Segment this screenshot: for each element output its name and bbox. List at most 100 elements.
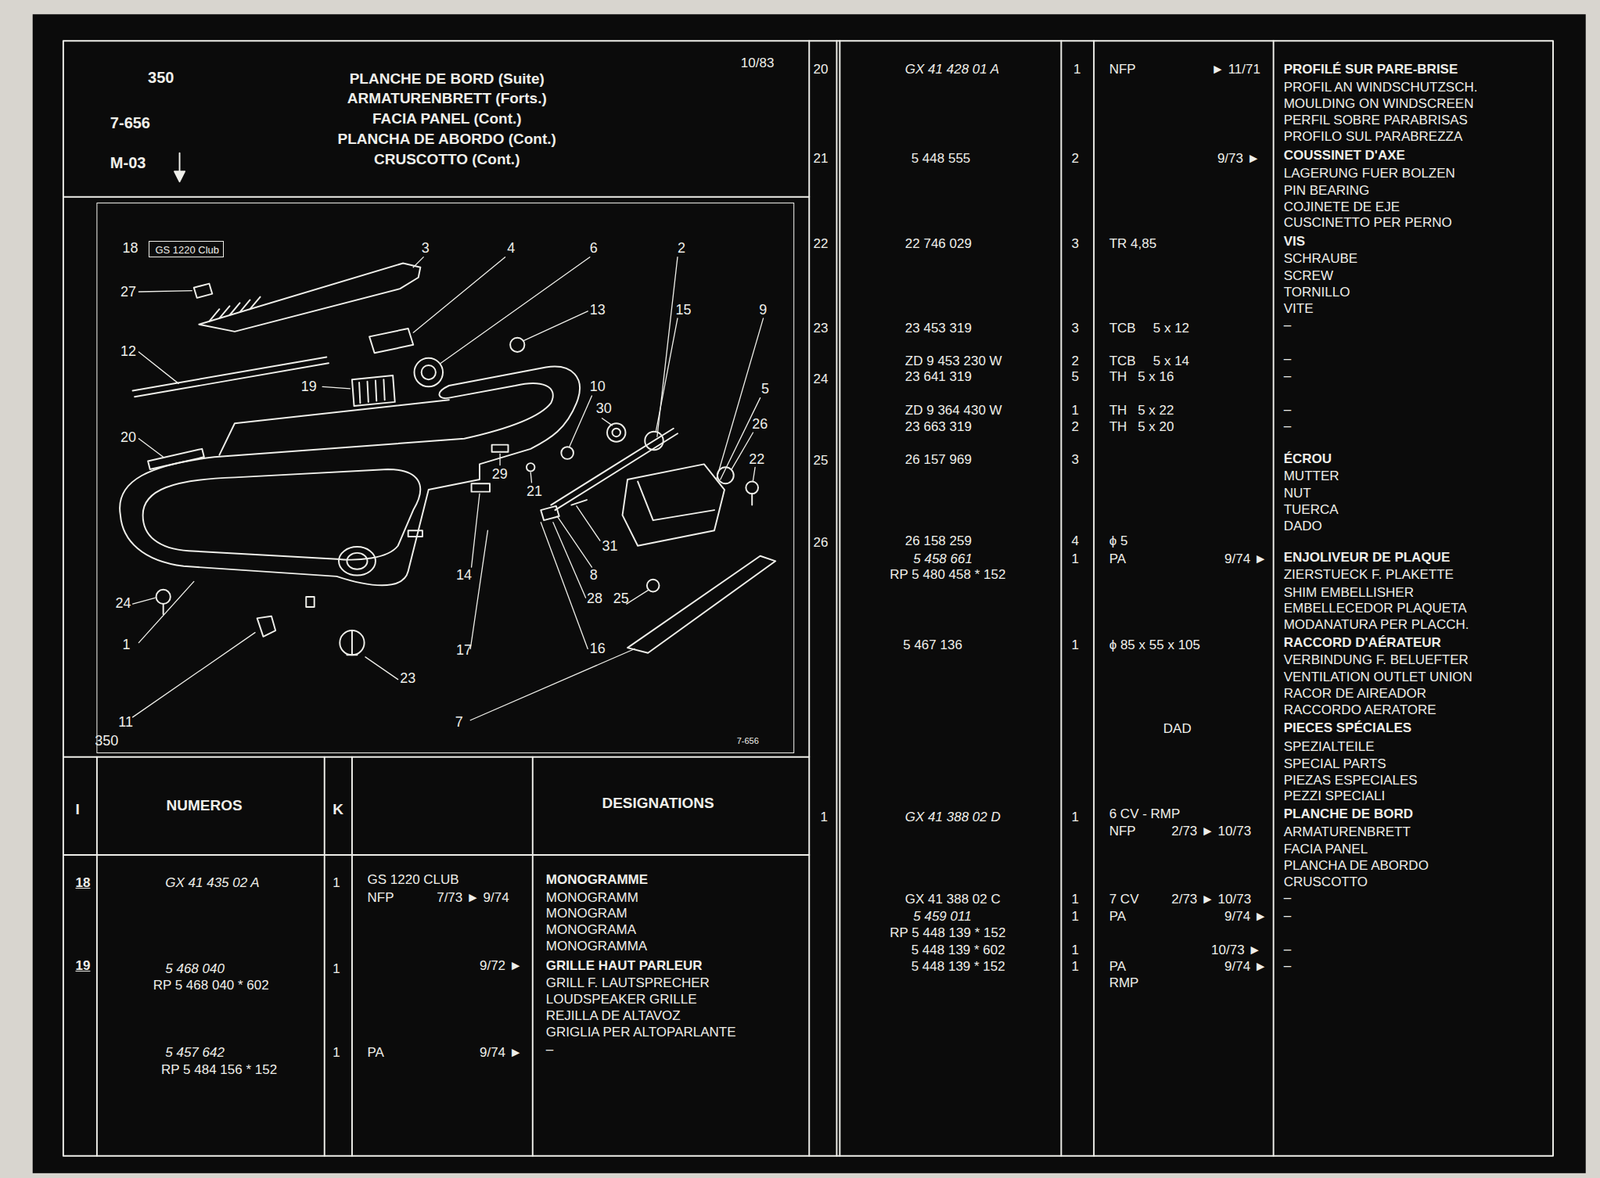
dashboard-illustration — [644, 431, 663, 450]
badge-text: GS 1220 Club — [154, 244, 218, 256]
table-cell: 2 — [1071, 420, 1079, 435]
table-frame — [96, 757, 98, 1157]
table-cell: REJILLA DE ALTAVOZ — [546, 1009, 681, 1024]
table-cell: 5 x 22 — [1137, 403, 1174, 418]
table-cell: 2/73 ► 10/73 — [1171, 892, 1252, 907]
designation: PIECES SPÉCIALES — [1283, 721, 1412, 736]
dashboard-illustration — [612, 428, 621, 437]
designation: ENJOLIVEUR DE PLAQUE — [1283, 550, 1451, 565]
designation: RACCORD D'AÉRATEUR — [1283, 636, 1442, 651]
table-cell: 2 — [1071, 151, 1079, 166]
table-cell: 22 746 029 — [905, 237, 972, 252]
leader-line — [753, 467, 756, 481]
table-cell: CRUSCOTTO — [1283, 875, 1368, 890]
leader-line — [523, 311, 588, 342]
page-header: CRUSCOTTO (Cont.) — [373, 151, 520, 168]
table-frame — [97, 203, 795, 754]
table-cell: RMP — [1109, 976, 1140, 991]
table-cell: RACOR DE AIREADOR — [1283, 686, 1427, 702]
table-cell: – — [1283, 891, 1291, 906]
callout-number: 350 — [94, 733, 119, 749]
page-header: 350 — [147, 69, 174, 87]
callout-number: 24 — [115, 596, 131, 612]
table-cell: MONOGRAMMA — [546, 939, 648, 954]
table-cell: – — [1283, 959, 1291, 974]
table-cell: – — [1283, 909, 1291, 924]
table-cell: 22 — [812, 237, 828, 252]
leader-line — [133, 632, 256, 718]
dashboard-illustration — [359, 379, 385, 403]
callout-number: 29 — [492, 467, 508, 482]
direction-arrow — [174, 153, 185, 183]
table-cell: MONOGRAM — [546, 906, 628, 921]
dashboard-illustration — [219, 399, 449, 455]
table-cell: 24 — [812, 372, 828, 387]
table-frame — [63, 854, 809, 856]
table-cell: NFP — [367, 891, 395, 906]
table-cell: SCHRAUBE — [1283, 251, 1358, 267]
leader-line — [470, 530, 488, 649]
column-header: K — [332, 801, 344, 818]
leader-line — [601, 418, 612, 426]
table-cell: NFP — [1109, 62, 1137, 77]
table-cell: LAGERUNG FUER BOLZEN — [1283, 166, 1456, 181]
part-number: 5 458 661 — [913, 552, 973, 567]
table-cell: 26 — [812, 535, 828, 551]
leader-line — [138, 352, 179, 384]
table-cell: LOUDSPEAKER GRILLE — [546, 992, 698, 1007]
table-cell: PA — [367, 1046, 385, 1061]
table-cell: TH — [1109, 403, 1128, 418]
callout-number: 27 — [120, 284, 137, 300]
callout-number: 30 — [596, 401, 612, 417]
table-cell: FACIA PANEL — [1283, 842, 1368, 857]
table-cell: 3 — [1071, 321, 1079, 336]
page-header: 7-656 — [110, 115, 151, 132]
table-cell: CUSCINETTO PER PERNO — [1283, 215, 1453, 231]
leader-line — [626, 589, 650, 605]
table-cell: NUT — [1283, 486, 1312, 501]
table-cell: MODANATURA PER PLACCH. — [1283, 618, 1470, 633]
leader-line — [530, 472, 532, 483]
callout-number: 18 — [122, 240, 139, 256]
table-cell: RP 5 480 458 * 152 — [889, 568, 1006, 583]
dashboard-illustration — [156, 589, 171, 605]
page-header: ARMATURENBRETT (Forts.) — [347, 90, 547, 107]
table-cell: PROFILO SUL PARABREZZA — [1283, 129, 1464, 144]
leader-line — [576, 506, 601, 541]
dashboard-illustration — [526, 463, 535, 472]
callout-number: 23 — [399, 671, 416, 687]
callout-number: 13 — [589, 302, 606, 318]
drawing-ref: 7-656 — [737, 737, 759, 747]
table-cell: PIEZAS ESPECIALES — [1283, 773, 1418, 788]
dashboard-illustration — [421, 365, 436, 380]
designation: PLANCHE DE BORD — [1283, 807, 1414, 822]
callout-number: 20 — [120, 430, 137, 446]
dashboard-illustration — [338, 546, 376, 576]
leader-line — [471, 493, 480, 568]
leader-line — [540, 522, 588, 650]
table-cell: TCB — [1109, 321, 1137, 336]
table-cell: COJINETE DE EJE — [1283, 200, 1400, 215]
table-frame — [1060, 40, 1062, 1157]
table-cell: 21 — [812, 151, 828, 166]
table-cell: 9/74 ► — [1224, 552, 1268, 567]
leader-line — [138, 581, 194, 643]
table-cell: PROFIL AN WINDSCHUTZSCH. — [1283, 80, 1478, 95]
table-cell: GS 1220 CLUB — [367, 873, 460, 888]
table-cell: RP 5 448 139 * 152 — [889, 926, 1006, 941]
table-cell: DADO — [1283, 519, 1323, 534]
table-cell: SCREW — [1283, 269, 1334, 284]
dashboard-illustration — [492, 445, 509, 453]
microfiche-ground — [32, 14, 1586, 1174]
table-cell: 7/73 ► 9/74 — [436, 891, 509, 906]
table-cell: – — [1283, 942, 1291, 957]
table-cell: RACCORDO AERATORE — [1283, 703, 1437, 718]
dashboard-illustration — [751, 493, 753, 505]
page-header: M-03 — [110, 154, 147, 172]
table-cell: ϕ 85 x 55 x 105 — [1109, 638, 1201, 653]
page-title: PLANCHE DE BORD (Suite) — [349, 70, 545, 88]
table-cell: ϕ 5 — [1109, 534, 1129, 549]
dashboard-illustration — [119, 262, 776, 655]
table-cell: 1 — [332, 962, 340, 977]
callout-number: 12 — [120, 344, 137, 360]
